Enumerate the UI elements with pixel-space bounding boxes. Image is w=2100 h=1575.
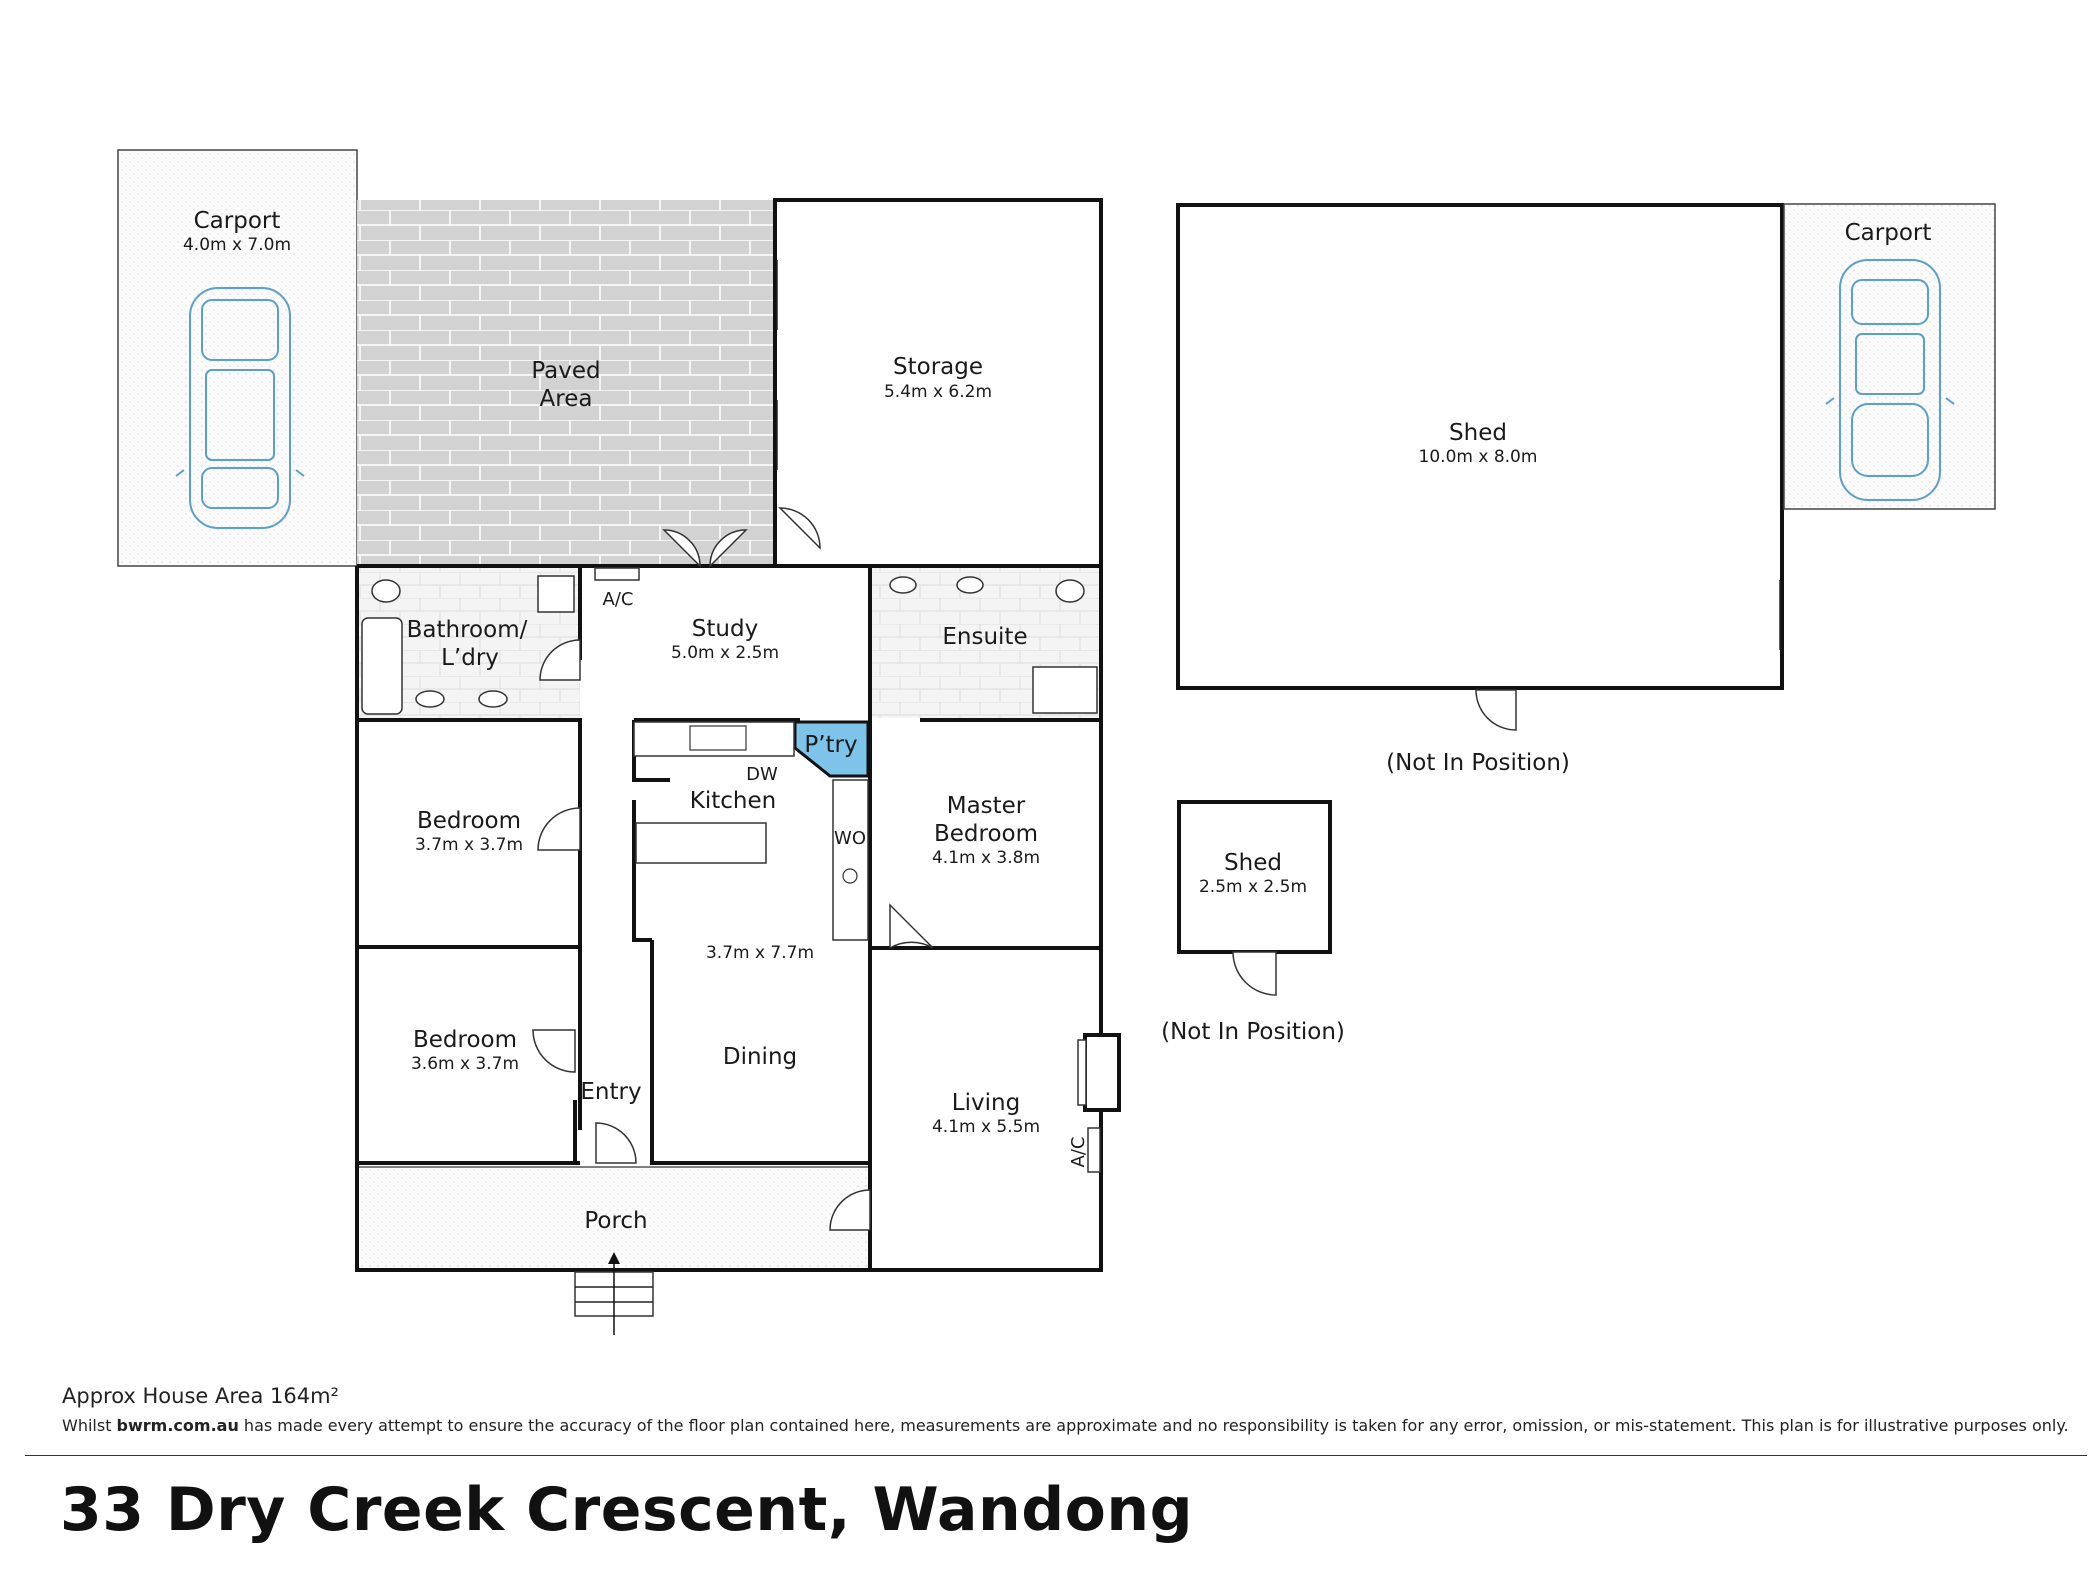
carport-left bbox=[117, 149, 358, 567]
disclaimer-site: bwrm.com.au bbox=[116, 1416, 239, 1435]
toilet-icon bbox=[371, 579, 401, 603]
arrow-up-icon bbox=[608, 1252, 620, 1264]
door-icon bbox=[1232, 951, 1277, 996]
wall-oven bbox=[832, 779, 869, 941]
bedroom-1-dim: 3.7m x 3.7m bbox=[415, 835, 523, 855]
shed-large-dim: 10.0m x 8.0m bbox=[1419, 447, 1538, 467]
house-walls bbox=[355, 564, 1121, 1272]
study-label: Study bbox=[692, 616, 758, 642]
shed-small-dim: 2.5m x 2.5m bbox=[1199, 877, 1307, 897]
bedroom-1-label: Bedroom bbox=[417, 808, 521, 834]
living-dim: 4.1m x 5.5m bbox=[932, 1117, 1040, 1137]
paved-area bbox=[357, 200, 775, 566]
basin-icon bbox=[956, 576, 984, 594]
door-icon bbox=[539, 639, 581, 681]
pantry-label: P’try bbox=[804, 732, 857, 758]
ac-top-label: A/C bbox=[603, 589, 634, 610]
door-icon bbox=[1475, 689, 1517, 731]
master-bedroom-label-2: Bedroom bbox=[934, 821, 1038, 847]
door-icon bbox=[595, 1122, 637, 1164]
paved-area-label: Paved bbox=[531, 358, 600, 384]
door-icon bbox=[532, 1029, 576, 1073]
master-bedroom-label: Master bbox=[947, 793, 1026, 819]
living-label: Living bbox=[952, 1090, 1020, 1116]
dining-label: Dining bbox=[723, 1044, 797, 1070]
property-address: 33 Dry Creek Crescent, Wandong bbox=[60, 1475, 1194, 1545]
door-icon bbox=[537, 807, 581, 851]
car-icon bbox=[1825, 259, 1955, 501]
pantry bbox=[793, 720, 870, 778]
dishwasher-label: DW bbox=[746, 764, 778, 785]
study-dim: 5.0m x 2.5m bbox=[671, 643, 779, 663]
shower-icon bbox=[1032, 666, 1098, 714]
ac-side-label: A/C bbox=[1068, 1137, 1089, 1168]
cooktop-icon bbox=[842, 868, 858, 884]
ensuite-label: Ensuite bbox=[942, 624, 1027, 650]
toilet-icon bbox=[1055, 579, 1085, 603]
storage-dim: 5.4m x 6.2m bbox=[884, 382, 992, 402]
storage-label: Storage bbox=[893, 354, 983, 380]
entry-label: Entry bbox=[580, 1079, 641, 1105]
door-icon bbox=[889, 903, 934, 950]
shed-large-label: Shed bbox=[1449, 420, 1507, 446]
disclaimer-post: has made every attempt to ensure the acc… bbox=[238, 1416, 2069, 1435]
footer-divider bbox=[25, 1455, 2087, 1456]
ac-unit-top bbox=[594, 567, 640, 581]
ac-unit-side bbox=[1087, 1127, 1101, 1173]
laundry-icon bbox=[537, 575, 575, 613]
kitchen-dim: 3.7m x 7.7m bbox=[706, 943, 814, 963]
bathroom-label-2: L’dry bbox=[441, 645, 499, 671]
shed-small-label: Shed bbox=[1224, 850, 1282, 876]
bathroom-label: Bathroom/ bbox=[407, 617, 528, 643]
disclaimer-pre: Whilst bbox=[62, 1416, 117, 1435]
bathtub-icon bbox=[361, 617, 403, 715]
wall-oven-label: WO bbox=[834, 828, 866, 849]
carport-right bbox=[1783, 203, 1996, 510]
carport-left-label: Carport bbox=[194, 208, 281, 234]
basin-icon bbox=[415, 690, 445, 708]
basin-icon bbox=[889, 576, 917, 594]
door-icon bbox=[829, 1189, 871, 1231]
carport-right-label: Carport bbox=[1845, 220, 1932, 246]
door-icon bbox=[778, 507, 821, 550]
shed-large-note: (Not In Position) bbox=[1386, 750, 1570, 776]
kitchen-label: Kitchen bbox=[690, 788, 776, 814]
basin-icon bbox=[478, 690, 508, 708]
door-icon bbox=[709, 529, 748, 568]
car-icon bbox=[175, 287, 305, 529]
shed-large bbox=[1176, 203, 1784, 690]
carport-left-dim: 4.0m x 7.0m bbox=[183, 235, 291, 255]
door-icon bbox=[662, 529, 701, 568]
kitchen-island bbox=[635, 822, 767, 864]
porch-steps bbox=[574, 1252, 654, 1335]
shed-small-note: (Not In Position) bbox=[1161, 1019, 1345, 1045]
porch-label: Porch bbox=[584, 1208, 647, 1234]
house-area-note: Approx House Area 164m² bbox=[62, 1384, 339, 1408]
disclaimer: Whilst bwrm.com.au has made every attemp… bbox=[62, 1416, 2069, 1435]
master-bedroom-dim: 4.1m x 3.8m bbox=[932, 848, 1040, 868]
bedroom-2-dim: 3.6m x 3.7m bbox=[411, 1054, 519, 1074]
bedroom-2-label: Bedroom bbox=[413, 1027, 517, 1053]
sink-icon bbox=[689, 725, 747, 751]
paved-area-label-2: Area bbox=[540, 386, 593, 412]
